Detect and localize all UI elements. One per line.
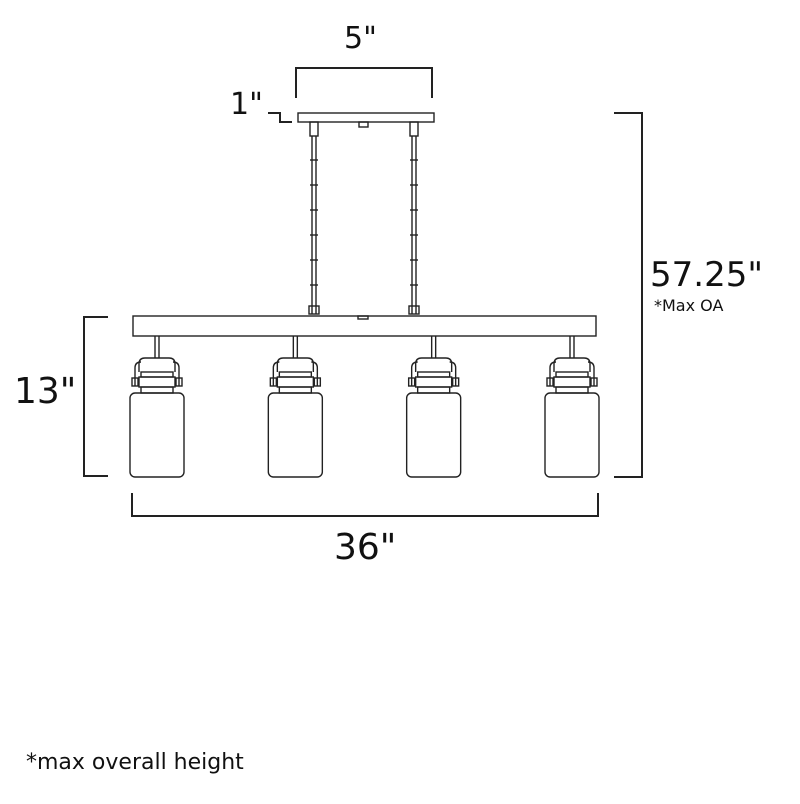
canopy-width-bracket xyxy=(295,67,433,98)
canopy-height-label: 1" xyxy=(230,87,263,122)
shade-group xyxy=(129,336,600,478)
overall-height-note: *Max OA xyxy=(654,296,724,315)
suspension-rod-left xyxy=(308,121,320,315)
footnote: *max overall height xyxy=(26,750,244,775)
pendant-shade xyxy=(544,336,600,478)
canopy-screw xyxy=(358,121,369,128)
canopy xyxy=(297,112,435,123)
fixture-height-bracket xyxy=(83,316,108,477)
fixture-length-bracket xyxy=(131,493,599,517)
canopy-width-label: 5" xyxy=(344,21,377,56)
suspension-rod-right xyxy=(408,121,420,315)
pendant-shade xyxy=(405,336,462,478)
fixture-length-label: 36" xyxy=(334,527,397,568)
fixture-height-label: 13" xyxy=(14,371,77,412)
canopy-height-bracket xyxy=(268,112,292,123)
pendant-shade xyxy=(129,336,185,478)
overall-height-label: 57.25" xyxy=(650,255,763,295)
bar-center-detail xyxy=(357,315,369,320)
pendant-shade xyxy=(267,336,324,478)
overall-height-bracket xyxy=(614,112,643,478)
